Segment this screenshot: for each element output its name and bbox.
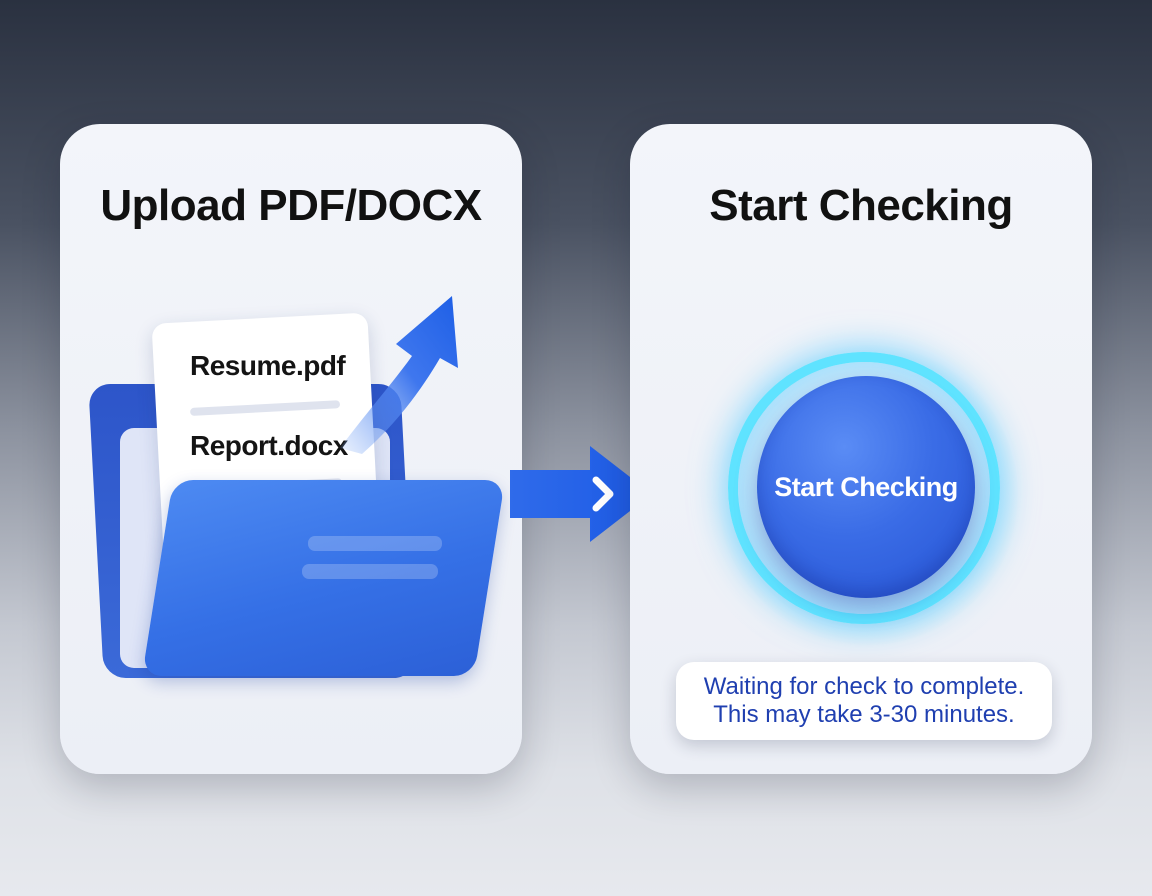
start-checking-button[interactable]: Start Checking xyxy=(757,376,975,598)
arrow-right-icon xyxy=(510,446,652,542)
check-title: Start Checking xyxy=(709,181,1013,230)
folder-label-bar xyxy=(302,564,438,579)
upload-title: Upload PDF/DOCX xyxy=(100,181,482,230)
status-message: Waiting for check to complete. This may … xyxy=(676,662,1052,740)
file-name-report: Report.docx xyxy=(190,430,348,461)
folder-label-bar xyxy=(308,536,442,551)
start-checking-label: Start Checking xyxy=(774,471,958,502)
file-name-resume: Resume.pdf xyxy=(190,350,346,381)
status-line-1: Waiting for check to complete. xyxy=(703,673,1025,700)
arrow-up-right-icon xyxy=(340,296,458,454)
status-line-2: This may take 3-30 minutes. xyxy=(713,701,1015,728)
